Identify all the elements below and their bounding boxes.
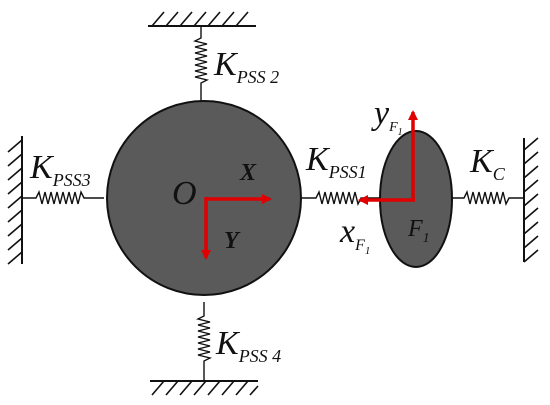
- label-kpss4: KPSS 4: [215, 325, 281, 366]
- spring-kc: [452, 189, 524, 207]
- left-ground: [7, 136, 23, 265]
- label-kc: KC: [469, 143, 506, 184]
- label-kpss2: KPSS 2: [213, 46, 279, 87]
- top-ground: [148, 11, 256, 27]
- right-ground: [523, 137, 539, 263]
- label-kpss1: KPSS1: [305, 141, 367, 182]
- label-x-axis: X: [239, 160, 257, 186]
- spring-kpss1: [300, 189, 380, 207]
- spring-kpss3: [22, 189, 104, 205]
- label-f1: F1: [407, 216, 430, 246]
- label-x-f1: xF1: [339, 213, 370, 257]
- label-kpss3: KPSS3: [29, 149, 91, 190]
- label-y-axis: Y: [224, 228, 241, 254]
- main-rotor-body: [106, 100, 302, 296]
- spring-kpss4: [195, 302, 213, 381]
- bottom-ground: [150, 380, 259, 396]
- label-origin: O: [172, 175, 197, 212]
- spring-kpss2: [192, 26, 210, 104]
- label-y-f1: yF1: [371, 95, 403, 138]
